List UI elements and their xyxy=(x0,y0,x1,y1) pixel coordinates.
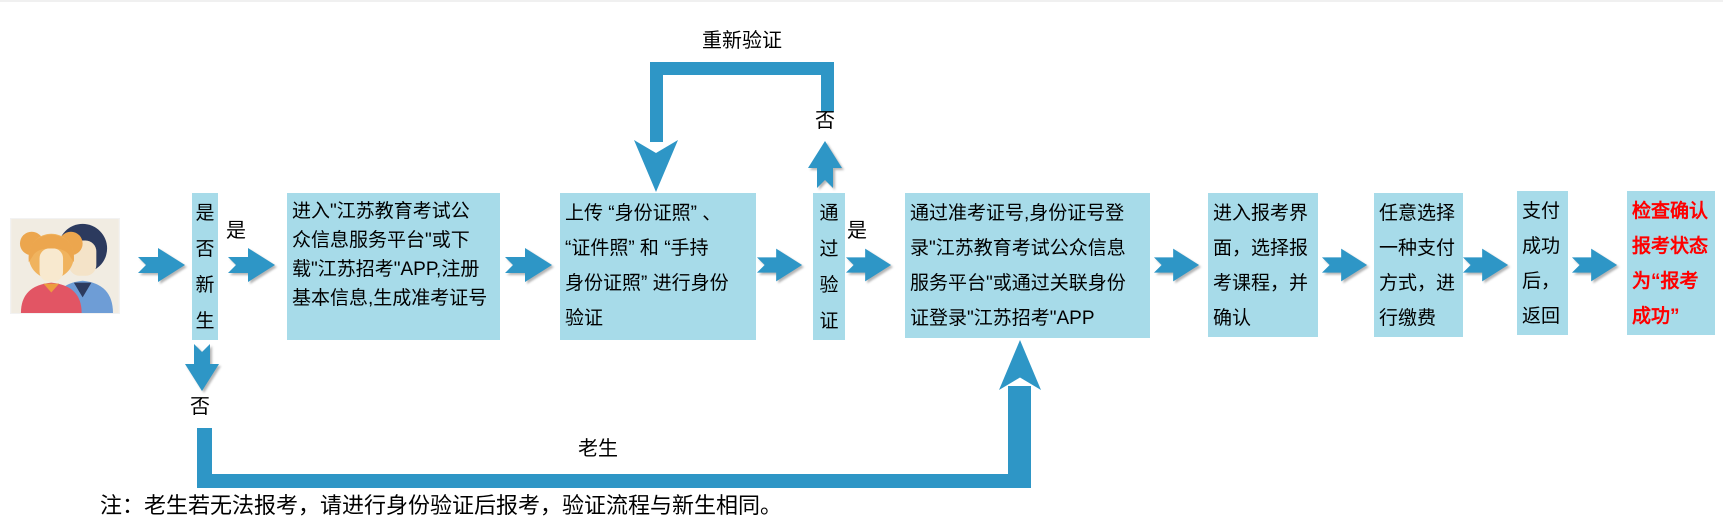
label-reverify: 重新验证 xyxy=(702,30,782,52)
node-payment-method: 任意选择 一种支付 方式，进 行缴费 xyxy=(1374,193,1463,337)
flow-arrow-5-icon xyxy=(845,246,893,284)
old-student-connector-left-line xyxy=(197,428,212,488)
old-student-connector-right-line xyxy=(1008,386,1031,476)
node-upload-id-photos: 上传 “身份证照” 、 “证件照” 和 “手持 身份证照” 进行身份 验证 xyxy=(560,193,756,340)
flow-arrow-7-icon xyxy=(1321,246,1369,284)
label-old-student: 老生 xyxy=(578,438,618,460)
reverify-connector-top-bar xyxy=(650,62,834,75)
node-choose-course: 进入报考界 面，选择报 考课程，并 确认 xyxy=(1208,193,1318,337)
reverify-connector-left-line xyxy=(650,62,663,142)
flow-arrow-9-icon xyxy=(1571,246,1619,284)
page-top-divider xyxy=(0,0,1723,2)
flowchart-footnote: 注：老生若无法报考，请进行身份验证后报考，验证流程与新生相同。 xyxy=(100,493,783,518)
fail-up-arrow-icon xyxy=(806,138,844,190)
node-confirm-success: 检查确认 报考状态 为“报考 成功” xyxy=(1627,191,1715,335)
flow-arrow-2-icon xyxy=(227,246,277,284)
node-is-new-student: 是否新生 xyxy=(192,193,218,340)
reverify-arrowhead-down-icon xyxy=(634,140,678,192)
flow-arrow-8-icon xyxy=(1462,246,1510,284)
reverify-connector-right-line xyxy=(821,62,834,112)
label-yes-verified: 是 xyxy=(847,220,867,242)
node-payment-done: 支付 成功 后， 返回 xyxy=(1517,191,1568,335)
no-down-arrow-icon xyxy=(183,342,221,394)
label-no-verification: 否 xyxy=(815,110,835,132)
label-yes-new-student: 是 xyxy=(226,220,246,242)
two-students-avatar-icon xyxy=(10,218,120,314)
node-register-platform: 进入"江苏教育考试公 众信息服务平台"或下 载"江苏招考"APP,注册 基本信息… xyxy=(287,193,500,340)
node-pass-verification: 通过验证 xyxy=(813,193,845,340)
node-login-platform: 通过准考证号,身份证号登 录"江苏教育考试公众信息 服务平台"或通过关联身份 证… xyxy=(905,193,1150,338)
flow-arrow-1-icon xyxy=(137,246,187,284)
flow-arrow-6-icon xyxy=(1153,246,1201,284)
flow-arrow-4-icon xyxy=(756,246,804,284)
old-student-connector-bottom-bar xyxy=(197,474,1031,488)
flow-arrow-3-icon xyxy=(504,246,554,284)
old-student-arrowhead-up-icon xyxy=(999,340,1041,390)
label-no-new-student: 否 xyxy=(190,396,210,418)
